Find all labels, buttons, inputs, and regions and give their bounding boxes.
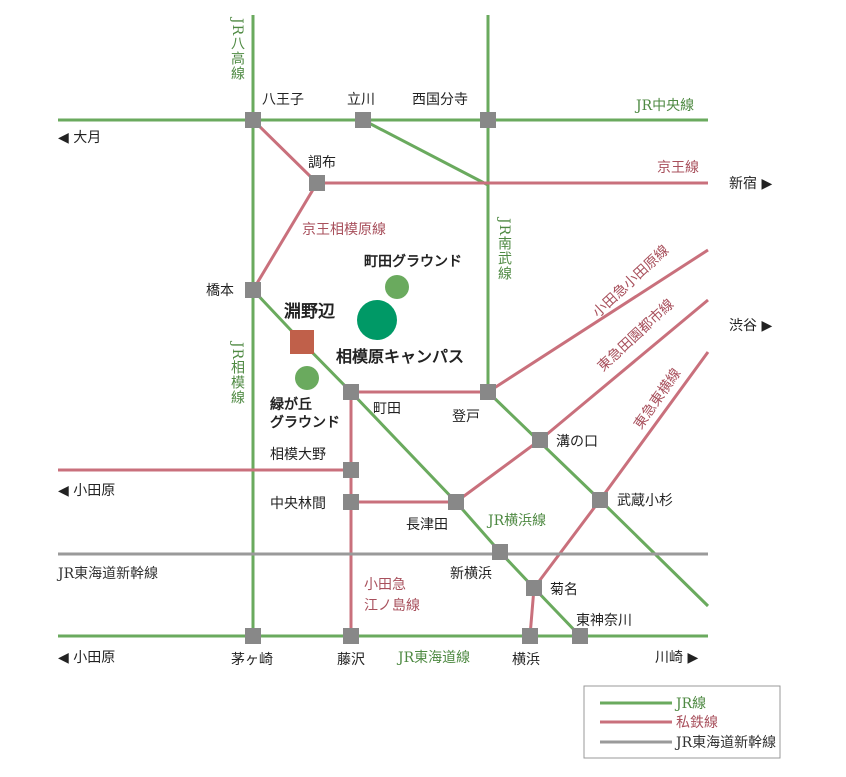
label-keio: 京王線 xyxy=(657,160,699,176)
midorigaoka-ground-marker[interactable] xyxy=(295,366,319,390)
label-jr-yokohama: JR横浜線 xyxy=(486,513,546,529)
line-labels: JR八高線 JR中央線 京王線 京王相模原線 JR南武線 JR相模線 小田急小田… xyxy=(56,16,699,666)
station-hashimoto[interactable] xyxy=(245,282,261,298)
label-higashikanagawa: 東神奈川 xyxy=(576,613,632,629)
label-hachioji: 八王子 xyxy=(262,92,304,108)
station-mizonokuchi[interactable] xyxy=(532,432,548,448)
legend-label-private: 私鉄線 xyxy=(676,715,718,731)
label-hashimoto: 橋本 xyxy=(206,283,234,299)
keio-sagamihara-line xyxy=(251,182,319,291)
jr-musashino-line xyxy=(362,118,489,187)
station-sagamiono[interactable] xyxy=(343,462,359,478)
label-noborito: 登戸 xyxy=(452,409,480,425)
label-sagamihara-campus: 相模原キャンパス xyxy=(336,347,464,366)
label-machida: 町田 xyxy=(373,401,401,417)
label-yokohama: 横浜 xyxy=(512,652,540,668)
station-chuorinkan[interactable] xyxy=(343,494,359,510)
direction-shinjuku: 新宿 ▶ xyxy=(729,175,772,192)
label-machida-ground: 町田グラウンド xyxy=(364,253,462,270)
label-shinyokohama: 新横浜 xyxy=(450,566,492,582)
label-kikuna: 菊名 xyxy=(550,582,578,598)
station-labels: 八王子 立川 西国分寺 調布 橋本 町田 登戸 溝の口 相模大野 中央林間 長津… xyxy=(206,92,673,668)
station-hachioji[interactable] xyxy=(245,112,261,128)
label-jr-shinkansen: JR東海道新幹線 xyxy=(56,565,158,582)
direction-otsuki: ◀ 大月 xyxy=(58,130,101,146)
station-nagatsuta[interactable] xyxy=(448,494,464,510)
label-odakyu-enoshima-1: 小田急 xyxy=(364,577,406,593)
label-mizonokuchi: 溝の口 xyxy=(556,434,598,450)
station-tachikawa[interactable] xyxy=(355,112,371,128)
tokyu-denentoshi-line xyxy=(351,298,709,504)
label-fuchinobe: 淵野辺 xyxy=(284,302,335,322)
station-nishikokubunji[interactable] xyxy=(480,112,496,128)
label-keio-sagamihara: 京王相模原線 xyxy=(302,222,386,238)
direction-odawara-tokaido: ◀ 小田原 xyxy=(58,650,115,666)
direction-shibuya: 渋谷 ▶ xyxy=(729,318,772,334)
legend: JR線 私鉄線 JR東海道新幹線 xyxy=(583,685,781,759)
station-machida[interactable] xyxy=(343,384,359,400)
station-shinyokohama[interactable] xyxy=(492,544,508,560)
legend-label-shinkansen: JR東海道新幹線 xyxy=(674,734,776,751)
label-sagamiono: 相模大野 xyxy=(270,447,326,463)
label-jr-hachiko: JR八高線 xyxy=(229,16,245,81)
fuchinobe-station-marker[interactable] xyxy=(290,330,314,354)
station-chigasaki[interactable] xyxy=(245,628,261,644)
station-yokohama[interactable] xyxy=(522,628,538,644)
label-jr-nambu: JR南武線 xyxy=(496,216,512,281)
label-odakyu-enoshima-2: 江ノ島線 xyxy=(364,598,420,614)
direction-labels: ◀ 大月 新宿 ▶ 渋谷 ▶ ◀ 小田原 ◀ 小田原 川崎 ▶ xyxy=(58,130,772,666)
tokyu-toyoko-line xyxy=(528,351,710,637)
machida-ground-marker[interactable] xyxy=(385,275,409,299)
legend-label-jr: JR線 xyxy=(674,696,706,712)
label-jr-tokaido: JR東海道線 xyxy=(396,650,470,666)
label-nishikokubunji: 西国分寺 xyxy=(412,92,468,108)
place-labels: 町田グラウンド 淵野辺 相模原キャンパス 緑が丘 グラウンド xyxy=(270,253,464,431)
label-jr-sagami: JR相模線 xyxy=(229,340,245,405)
label-musashikosugi: 武蔵小杉 xyxy=(617,493,673,509)
station-noborito[interactable] xyxy=(480,384,496,400)
label-chigasaki: 茅ヶ崎 xyxy=(231,652,273,668)
label-jr-chuo: JR中央線 xyxy=(634,98,694,114)
sagamihara-campus-marker[interactable] xyxy=(357,300,397,340)
keio-line xyxy=(251,118,708,185)
private-lines xyxy=(58,118,710,637)
station-chofu[interactable] xyxy=(309,175,325,191)
label-fujisawa: 藤沢 xyxy=(337,652,365,668)
label-midorigaoka-2: グラウンド xyxy=(270,414,340,431)
label-tachikawa: 立川 xyxy=(347,92,375,108)
direction-kawasaki: 川崎 ▶ xyxy=(655,650,698,666)
stations xyxy=(245,112,608,644)
label-chofu: 調布 xyxy=(308,155,336,171)
station-kikuna[interactable] xyxy=(526,580,542,596)
station-musashikosugi[interactable] xyxy=(592,492,608,508)
station-fujisawa[interactable] xyxy=(343,628,359,644)
direction-odawara-odakyu: ◀ 小田原 xyxy=(58,483,115,499)
label-midorigaoka-1: 緑が丘 xyxy=(270,396,312,413)
label-chuorinkan: 中央林間 xyxy=(270,496,326,512)
station-higashikanagawa[interactable] xyxy=(572,628,588,644)
label-nagatsuta: 長津田 xyxy=(406,517,448,533)
